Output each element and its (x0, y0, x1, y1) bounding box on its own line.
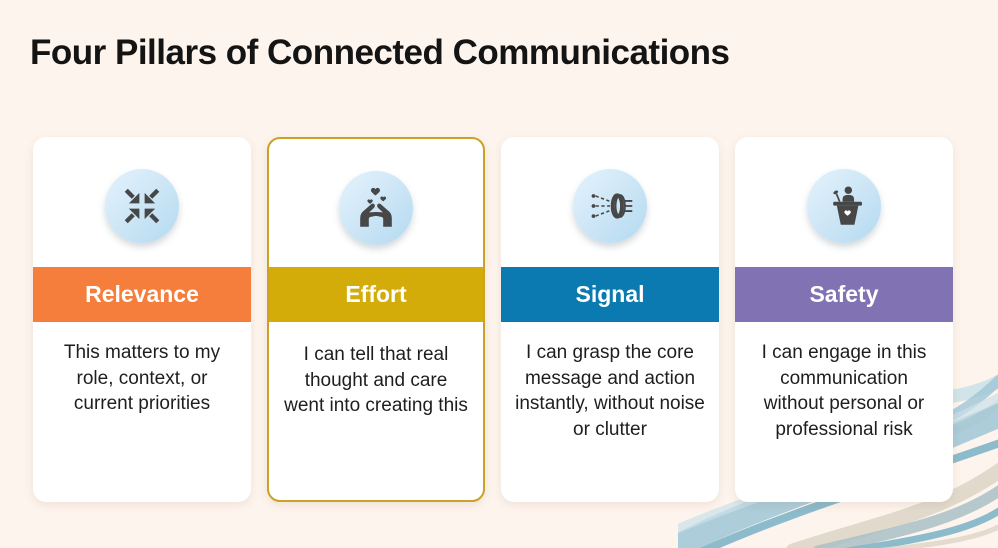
icon-circle (339, 171, 413, 245)
icon-circle (105, 169, 179, 243)
pillar-name: Relevance (85, 281, 199, 307)
pillar-description: I can grasp the core message and action … (515, 342, 705, 440)
caring-hands-icon (360, 187, 392, 227)
pillar-card-effort: Effort I can tell that real thought and … (267, 137, 485, 502)
pillar-banner: Effort (269, 267, 483, 322)
icon-circle (807, 169, 881, 243)
pillar-name: Safety (809, 281, 879, 307)
pillar-card-relevance: Relevance This matters to my role, conte… (33, 137, 251, 502)
pillar-description: I can tell that real thought and care we… (284, 344, 468, 417)
pillar-card-safety: Safety I can engage in this communicatio… (735, 137, 953, 502)
pillar-name: Signal (575, 281, 645, 307)
icon-circle (573, 169, 647, 243)
pillar-banner: Signal (501, 267, 719, 322)
pillar-card-signal: Signal I can grasp the core message and … (501, 137, 719, 502)
pillar-name: Effort (345, 281, 407, 307)
pillar-description: I can engage in this communication witho… (761, 342, 927, 440)
pillar-banner: Safety (735, 267, 953, 322)
pillar-description: This matters to my role, context, or cur… (63, 342, 221, 415)
podium-speaker-icon (833, 186, 862, 225)
pillar-banner: Relevance (33, 267, 251, 322)
converge-arrows-icon (124, 188, 160, 224)
pillar-cards: Relevance This matters to my role, conte… (33, 137, 953, 502)
page-title: Four Pillars of Connected Communications (30, 33, 730, 72)
signal-filter-icon (591, 193, 633, 219)
